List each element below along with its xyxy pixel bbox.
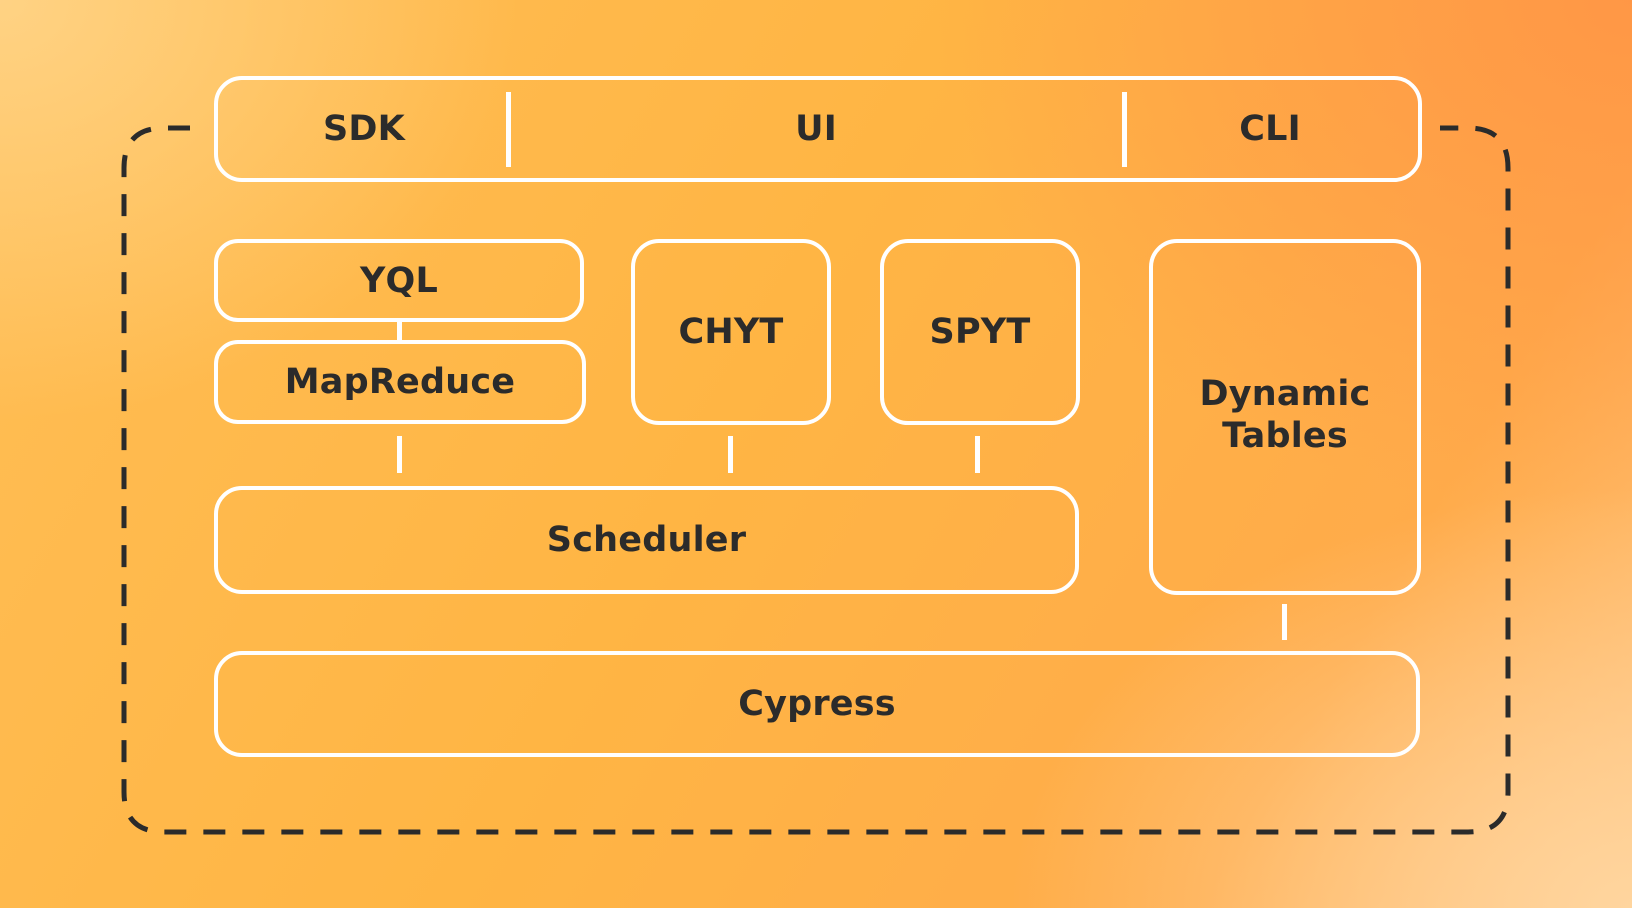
spyt-label: SPYT xyxy=(929,312,1031,352)
dynamic-tables-line1: Dynamic xyxy=(1199,374,1371,414)
dynamic-tables-line2: Tables xyxy=(1222,416,1348,456)
interfaces-bar: SDK UI CLI xyxy=(214,76,1422,182)
connector-chyt-scheduler xyxy=(728,436,733,473)
divider-ui-cli xyxy=(1122,92,1127,167)
cli-label: CLI xyxy=(1239,109,1301,149)
chyt-label: CHYT xyxy=(678,312,784,352)
spyt-box: SPYT xyxy=(880,239,1080,425)
connector-spyt-scheduler xyxy=(975,436,980,473)
chyt-box: CHYT xyxy=(631,239,831,425)
cypress-label: Cypress xyxy=(738,684,896,724)
scheduler-label: Scheduler xyxy=(546,520,747,560)
yql-box: YQL xyxy=(214,239,584,322)
divider-sdk-ui xyxy=(506,92,511,167)
dynamic-tables-box: Dynamic Tables xyxy=(1149,239,1421,595)
dynamic-tables-label: Dynamic Tables xyxy=(1199,373,1370,457)
connector-dynamic-tables-cypress xyxy=(1282,604,1287,640)
yql-label: YQL xyxy=(360,260,438,301)
cypress-box: Cypress xyxy=(214,651,1420,757)
mapreduce-box: MapReduce xyxy=(214,340,586,424)
sdk-segment: SDK xyxy=(218,80,510,178)
connector-yql-mapreduce xyxy=(397,320,402,342)
ui-segment: UI xyxy=(510,80,1122,178)
connector-mapreduce-scheduler xyxy=(397,436,402,473)
cli-segment: CLI xyxy=(1122,80,1418,178)
mapreduce-label: MapReduce xyxy=(284,362,516,402)
ui-label: UI xyxy=(795,109,837,149)
sdk-label: SDK xyxy=(323,109,405,149)
scheduler-box: Scheduler xyxy=(214,486,1079,594)
